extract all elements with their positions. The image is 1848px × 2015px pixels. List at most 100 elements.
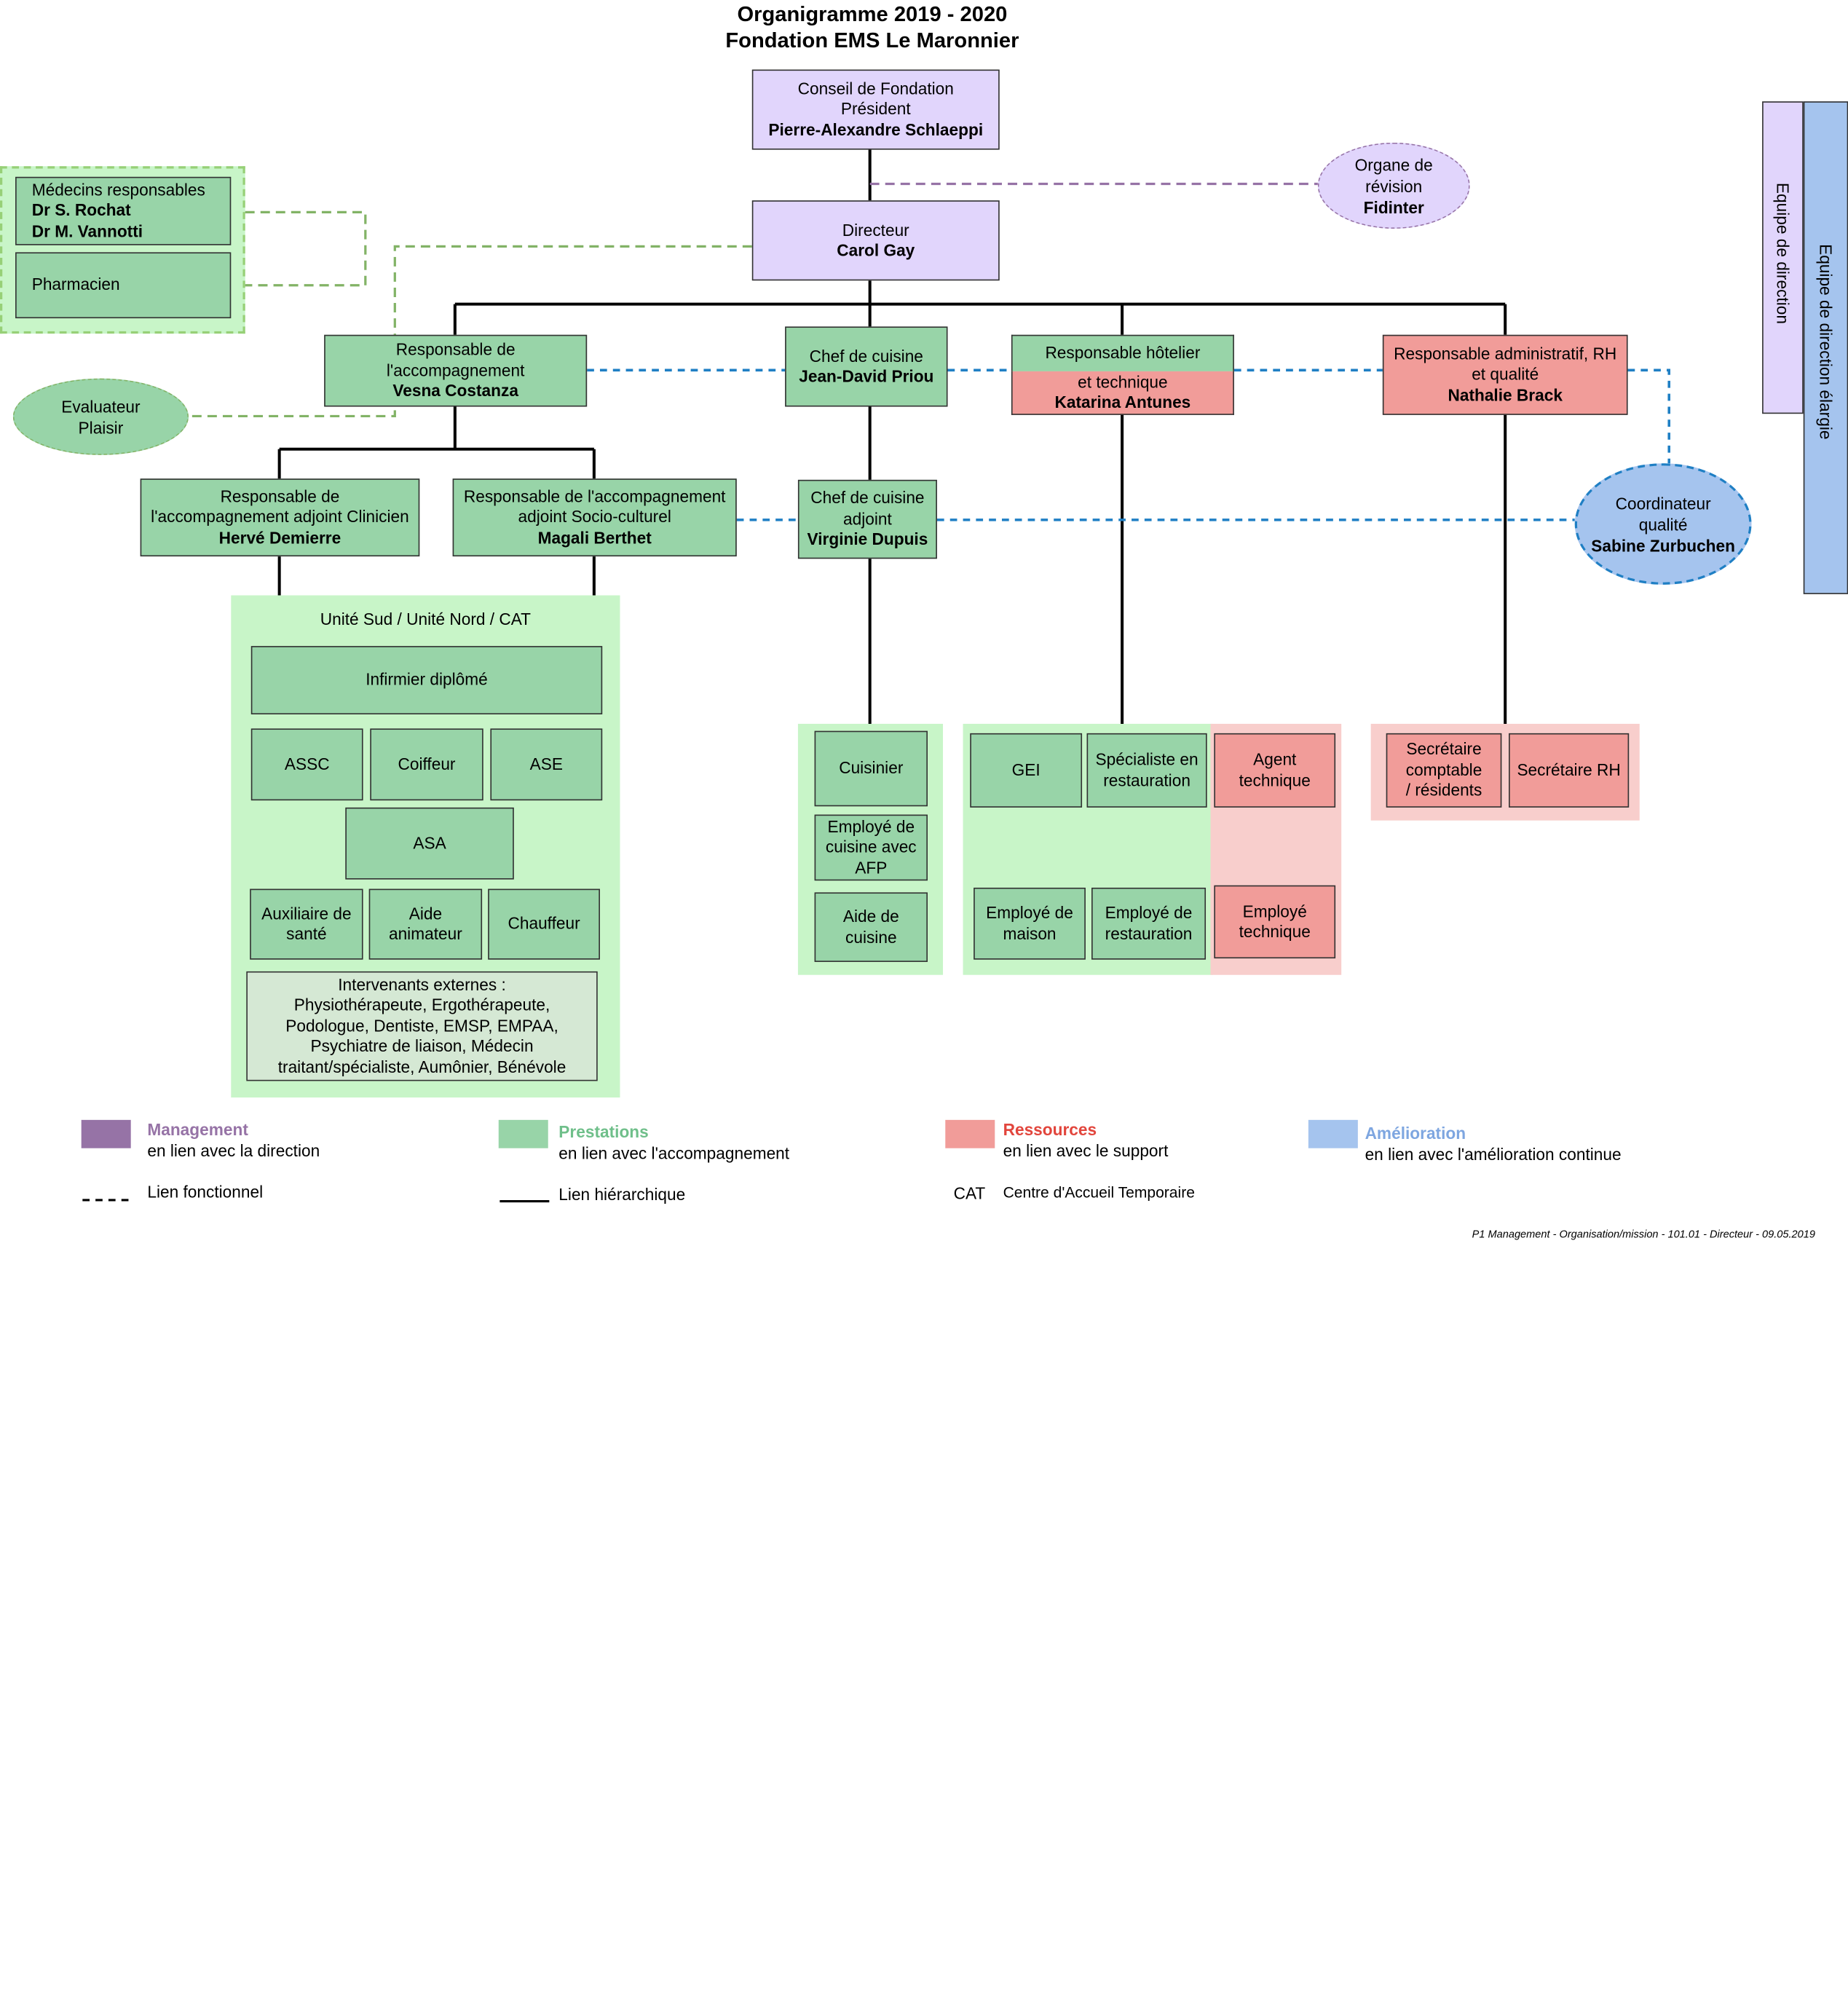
emp-tech-line1: Employé: [1242, 901, 1307, 920]
organe-line1: Organe de: [1354, 154, 1433, 174]
connector-lines: [82, 148, 1671, 1203]
resp-accomp-line2: l'accompagnement: [386, 360, 525, 379]
medecin-name-2: Dr M. Vannotti: [31, 221, 143, 240]
employe-maison-box: Employé de maison: [974, 887, 1086, 960]
secretaire-comptable-box: Secrétaire comptable / résidents: [1386, 733, 1502, 808]
legend-line-samples: [82, 1199, 550, 1203]
resp-admin-name: Nathalie Brack: [1448, 385, 1563, 404]
conseil-de-fondation-box: Conseil de Fondation Président Pierre-Al…: [751, 69, 1000, 150]
adj-socio-line1: Responsable de l'accompagnement: [463, 486, 726, 506]
agent-line1: Agent: [1253, 749, 1297, 769]
secretaire-rh-box: Secrétaire RH: [1509, 733, 1630, 808]
auxiliaire-sante-box: Auxiliaire de santé: [250, 888, 363, 960]
infirmier-box: Infirmier diplômé: [250, 646, 603, 714]
aide-animateur-line1: Aide: [408, 903, 443, 923]
adj-socio-name: Magali Berthet: [537, 527, 652, 547]
coordinateur-qualite-oval: Coordinateur qualité Sabine Zurbuchen: [1574, 463, 1752, 585]
compta-line3: / résidents: [1405, 781, 1482, 800]
legend-prestations-swatch: [498, 1119, 548, 1148]
conseil-president-name: Pierre-Alexandre Schlaeppi: [768, 119, 984, 139]
adj-clinicien-name: Hervé Demierre: [218, 527, 341, 547]
aide-animateur-line2: animateur: [388, 924, 462, 944]
resp-hotelier-line1: Responsable hôtelier: [1045, 343, 1201, 363]
equipe-direction-elargie-bar: Equipe de direction élargie: [1803, 101, 1848, 594]
footer-reference: P1 Management - Organisation/mission - 1…: [1472, 1228, 1815, 1240]
legend-cat-description: Centre d'Accueil Temporaire: [1003, 1183, 1195, 1202]
legend-amelioration-title: Amélioration: [1365, 1123, 1466, 1143]
emp-rest-line1: Employé de: [1105, 903, 1193, 922]
cuisinier-box: Cuisinier: [814, 730, 928, 807]
directeur-box: Directeur Carol Gay: [751, 200, 1000, 281]
organe-name: Fidinter: [1363, 197, 1424, 217]
compta-line1: Secrétaire: [1406, 739, 1482, 759]
aide-animateur-box: Aide animateur: [368, 888, 483, 960]
legend-management-swatch: [81, 1119, 131, 1148]
adj-clinicien-line1: Responsable de: [220, 486, 340, 506]
coordinateur-line2: qualité: [1638, 514, 1688, 534]
hierarchical-links: [277, 148, 1507, 724]
chef-adjoint-name: Virginie Dupuis: [807, 529, 928, 549]
auxiliaire-line1: Auxiliaire de: [261, 903, 352, 923]
specialiste-line2: restauration: [1103, 770, 1190, 789]
afp-line2: cuisine avec: [825, 837, 917, 856]
compta-line2: comptable: [1405, 760, 1482, 779]
agent-technique-box: Agent technique: [1214, 733, 1336, 808]
adj-clinicien-line2: l'accompagnement adjoint Clinicien: [151, 507, 409, 527]
maison-line1: Employé de: [986, 903, 1073, 922]
responsable-administratif-box: Responsable administratif, RH et qualité…: [1382, 334, 1628, 415]
chef-cuisine-name: Jean-David Priou: [799, 366, 934, 386]
directeur-title: Directeur: [842, 219, 909, 239]
assc-label: ASSC: [284, 754, 330, 773]
aide-cuisine-line2: cuisine: [845, 927, 897, 947]
evaluateur-plaisir-oval: Evaluateur Plaisir: [12, 378, 189, 455]
legend-cat-abbr: CAT: [953, 1183, 986, 1203]
chef-cuisine-title: Chef de cuisine: [809, 346, 923, 366]
chef-adjoint-line1: Chef de cuisine: [810, 488, 925, 508]
legend-amelioration-swatch: [1308, 1119, 1358, 1148]
secretaire-rh-label: Secrétaire RH: [1517, 760, 1621, 779]
gei-label: GEI: [1011, 760, 1041, 779]
equipe-direction-bar: Equipe de direction: [1762, 101, 1804, 414]
pharmacien-label: Pharmacien: [31, 275, 120, 294]
legend-ressources-sub: en lien avec le support: [1003, 1140, 1169, 1160]
equipe-direction-elargie-label: Equipe de direction élargie: [1816, 244, 1836, 440]
resp-admin-line1: Responsable administratif, RH: [1394, 344, 1617, 363]
aide-cuisine-box: Aide de cuisine: [814, 892, 928, 962]
afp-line3: AFP: [855, 858, 888, 877]
legend-prestations-title: Prestations: [558, 1122, 649, 1141]
adjoint-clinicien-box: Responsable de l'accompagnement adjoint …: [140, 478, 420, 557]
chef-cuisine-adjoint-box: Chef de cuisine adjoint Virginie Dupuis: [797, 479, 937, 559]
medecins-title: Médecins responsables: [31, 180, 205, 200]
responsable-hotelier-bottom-box: et technique Katarina Antunes: [1011, 371, 1234, 415]
employe-restauration-box: Employé de restauration: [1091, 887, 1207, 960]
evaluateur-line1: Evaluateur: [61, 396, 141, 416]
legend-lien-fonctionnel: Lien fonctionnel: [147, 1182, 264, 1202]
functional-links-green: [189, 210, 752, 418]
legend-ressources-title: Ressources: [1003, 1119, 1097, 1139]
ext-line3: Podologue, Dentiste, EMSP, EMPAA,: [285, 1016, 558, 1035]
maison-line2: maison: [1003, 923, 1057, 943]
coiffeur-box: Coiffeur: [370, 728, 483, 801]
ase-label: ASE: [529, 754, 563, 773]
afp-line1: Employé de: [827, 816, 915, 836]
conseil-title: Conseil de Fondation: [797, 79, 954, 98]
legend-management-sub: en lien avec la direction: [147, 1140, 320, 1160]
emp-tech-line2: technique: [1239, 921, 1311, 941]
evaluateur-line2: Plaisir: [78, 417, 124, 437]
legend-management-title: Management: [147, 1119, 248, 1139]
ext-line2: Physiothérapeute, Ergothérapeute,: [293, 995, 550, 1014]
adjoint-socio-culturel-box: Responsable de l'accompagnement adjoint …: [452, 478, 737, 557]
responsable-hotelier-top-box: Responsable hôtelier: [1011, 334, 1234, 371]
employe-cuisine-afp-box: Employé de cuisine avec AFP: [814, 814, 928, 881]
coordinateur-line1: Coordinateur: [1615, 493, 1711, 513]
adj-socio-line2: adjoint Socio-culturel: [518, 507, 671, 527]
legend-amelioration-sub: en lien avec l'amélioration continue: [1365, 1144, 1622, 1164]
chauffeur-label: Chauffeur: [508, 913, 580, 933]
legend-prestations-sub: en lien avec l'accompagnement: [558, 1143, 790, 1163]
conseil-role: Président: [840, 99, 911, 119]
ase-box: ASE: [490, 728, 603, 801]
ext-line5: traitant/spécialiste, Aumônier, Bénévole: [277, 1057, 566, 1076]
legend-lien-hierarchique: Lien hiérarchique: [558, 1184, 686, 1204]
infirmier-label: Infirmier diplômé: [366, 669, 488, 689]
chef-de-cuisine-box: Chef de cuisine Jean-David Priou: [785, 326, 948, 407]
